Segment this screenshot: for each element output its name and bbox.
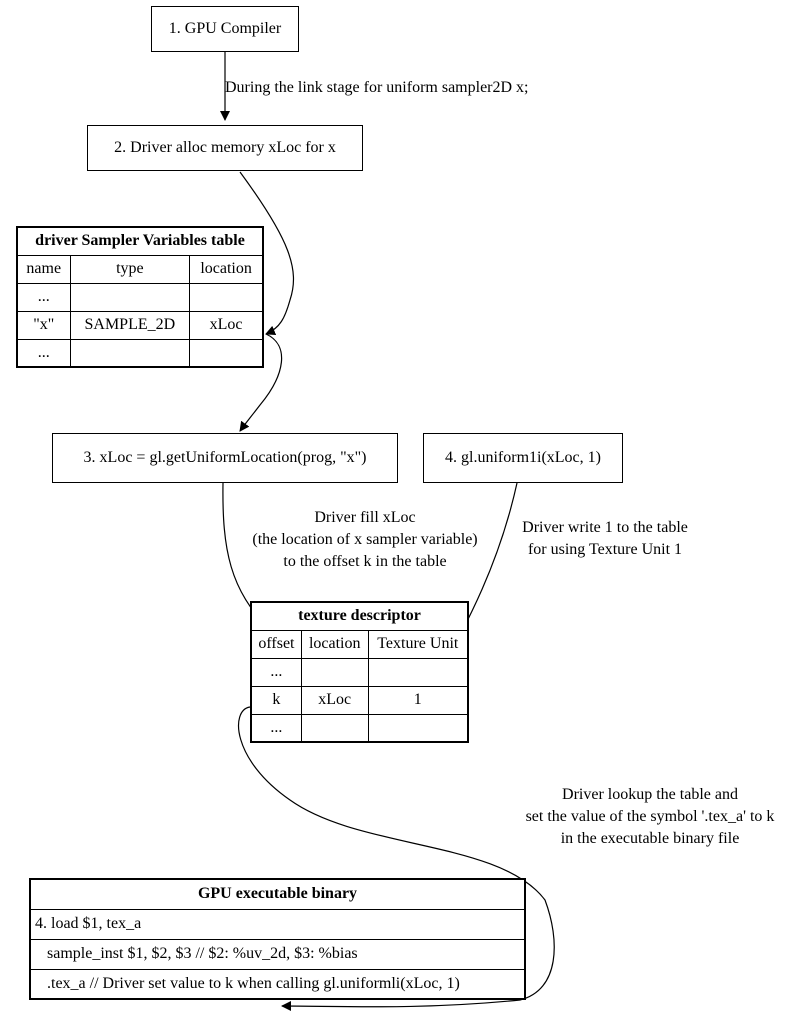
table-cell <box>189 338 264 368</box>
table-cell: ... <box>16 282 71 312</box>
sampler-header-location: location <box>189 254 264 284</box>
table-row: ... <box>16 338 264 368</box>
driver-write-line-1: Driver write 1 to the table <box>522 519 688 536</box>
table-cell: ... <box>250 713 302 743</box>
driver-write-label: Driver write 1 to the table for using Te… <box>500 517 710 561</box>
driver-fill-line-3: to the offset k in the table <box>283 553 447 570</box>
table-cell: k <box>250 685 302 715</box>
table-cell <box>367 713 469 743</box>
table-cell <box>69 282 191 312</box>
driver-alloc-label: 2. Driver alloc memory xLoc for x <box>114 139 336 156</box>
table-cell: ... <box>250 657 302 687</box>
driver-fill-line-2: (the location of x sampler variable) <box>252 531 478 548</box>
driver-write-line-2: for using Texture Unit 1 <box>527 541 683 558</box>
texture-table-title: texture descriptor <box>250 601 469 631</box>
texture-header-offset: offset <box>250 629 302 659</box>
table-cell <box>367 657 469 687</box>
table-cell <box>300 713 369 743</box>
driver-lookup-line-1: Driver lookup the table and <box>562 786 738 803</box>
table-cell <box>300 657 369 687</box>
table-cell: 1 <box>367 685 469 715</box>
driver-fill-label: Driver fill xLoc (the location of x samp… <box>225 507 505 573</box>
uniform1i-label: 4. gl.uniform1i(xLoc, 1) <box>445 449 601 466</box>
binary-line-load: 4. load $1, tex_a <box>29 908 526 940</box>
get-location-node: 3. xLoc = gl.getUniformLocation(prog, "x… <box>52 433 398 483</box>
sampler-variables-table: driver Sampler Variables table name type… <box>16 226 264 368</box>
table-row: 4. load $1, tex_a <box>29 908 526 940</box>
texture-header-unit: Texture Unit <box>367 629 469 659</box>
table-cell: ... <box>16 338 71 368</box>
get-location-label: 3. xLoc = gl.getUniformLocation(prog, "x… <box>83 449 367 466</box>
binary-table-title: GPU executable binary <box>29 878 526 910</box>
sampler-table-title: driver Sampler Variables table <box>16 226 264 256</box>
binary-line-sample: sample_inst $1, $2, $3 // $2: %uv_2d, $3… <box>29 938 526 970</box>
gpu-compiler-node: 1. GPU Compiler <box>151 6 299 52</box>
link-stage-label: During the link stage for uniform sample… <box>225 79 529 96</box>
table-row: "x" SAMPLE_2D xLoc <box>16 310 264 340</box>
table-row: ... <box>250 657 469 687</box>
table-cell: xLoc <box>189 310 264 340</box>
edge-alloc-to-sampler-table <box>239 171 295 336</box>
texture-descriptor-table: texture descriptor offset location Textu… <box>250 601 469 743</box>
uniform1i-node: 4. gl.uniform1i(xLoc, 1) <box>423 433 623 483</box>
table-cell <box>69 338 191 368</box>
sampler-header-name: name <box>16 254 71 284</box>
driver-lookup-label: Driver lookup the table and set the valu… <box>500 784 800 850</box>
table-row: sample_inst $1, $2, $3 // $2: %uv_2d, $3… <box>29 938 526 970</box>
edge-sampler-table-to-get-location <box>239 333 283 432</box>
table-cell: "x" <box>16 310 71 340</box>
driver-lookup-line-3: in the executable binary file <box>560 830 740 847</box>
driver-alloc-node: 2. Driver alloc memory xLoc for x <box>87 125 363 171</box>
table-cell: xLoc <box>300 685 369 715</box>
driver-fill-line-1: Driver fill xLoc <box>314 509 416 526</box>
table-cell <box>189 282 264 312</box>
binary-line-tex-a: .tex_a // Driver set value to k when cal… <box>29 968 526 1000</box>
driver-lookup-line-2: set the value of the symbol '.tex_a' to … <box>525 808 775 825</box>
table-row: k xLoc 1 <box>250 685 469 715</box>
table-row: ... <box>16 282 264 312</box>
table-row: ... <box>250 713 469 743</box>
gpu-executable-binary-table: GPU executable binary 4. load $1, tex_a … <box>29 878 526 1000</box>
sampler-header-type: type <box>69 254 191 284</box>
texture-header-location: location <box>300 629 369 659</box>
edge-texture-to-binary <box>237 706 555 1012</box>
table-cell: SAMPLE_2D <box>69 310 191 340</box>
table-row: .tex_a // Driver set value to k when cal… <box>29 968 526 1000</box>
gpu-compiler-label: 1. GPU Compiler <box>168 20 282 37</box>
